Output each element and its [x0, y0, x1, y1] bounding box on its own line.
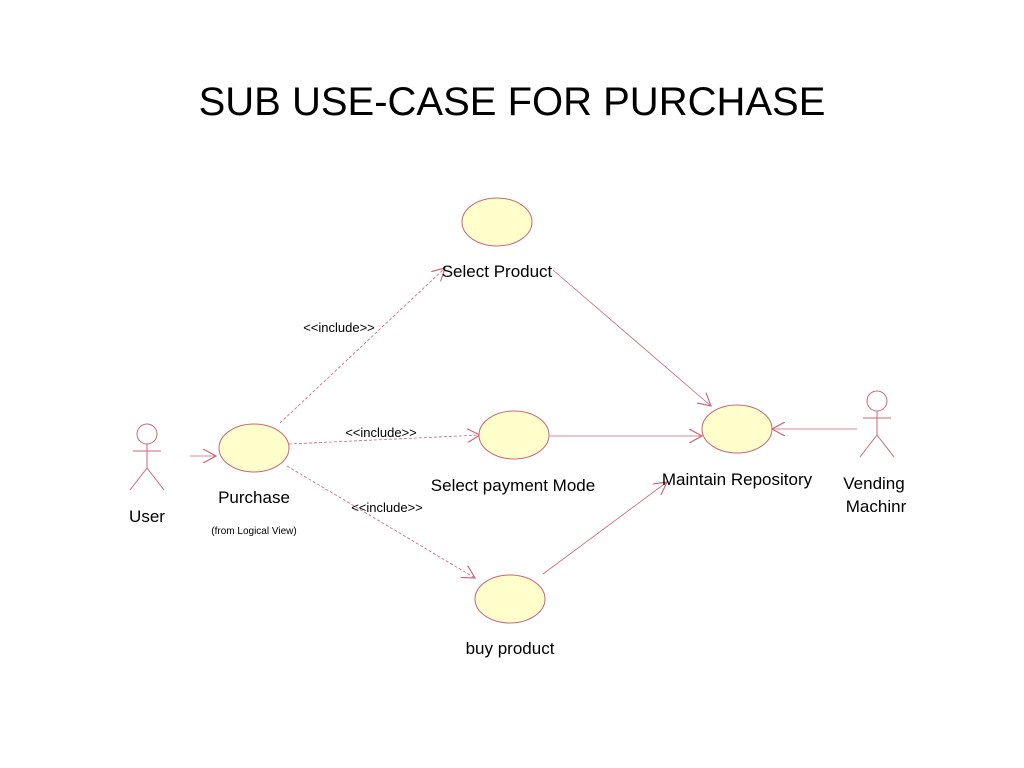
buy-product-label: buy product [466, 639, 555, 658]
user-actor-label: User [129, 507, 165, 526]
vending-actor-left-leg [859, 434, 878, 458]
select-product-label: Select Product [442, 262, 553, 281]
vending-actor-right-leg [876, 434, 895, 458]
user-actor-right-leg [146, 467, 165, 491]
buy-product-usecase[interactable] [474, 574, 546, 624]
include-select-payment-line [288, 435, 480, 445]
vending-actor-label-line1: Vending [843, 474, 904, 493]
purchase-note: (from Logical View) [211, 526, 296, 537]
purchase-usecase[interactable] [218, 423, 290, 473]
vending-actor-label-line2: Machinr [846, 497, 907, 516]
include-buy-product-label: <<include>> [351, 500, 423, 515]
include-buy-product-line [286, 465, 475, 578]
include-select-product-line [279, 268, 445, 424]
include-select-product-label: <<include>> [303, 320, 375, 335]
select-product-to-repository-line [552, 269, 711, 406]
vending-machine-actor[interactable] [859, 390, 895, 458]
include-select-payment-label: <<include>> [345, 425, 417, 440]
page-title: SUB USE-CASE FOR PURCHASE [198, 80, 826, 124]
select-payment-label: Select payment Mode [431, 476, 595, 495]
user-actor[interactable] [129, 423, 165, 491]
buy-product-to-repository-line [542, 482, 667, 575]
purchase-label: Purchase [218, 488, 290, 507]
user-actor-left-leg [129, 467, 148, 491]
select-product-usecase[interactable] [461, 197, 533, 247]
user-actor-head [136, 423, 158, 445]
maintain-repository-label: Maintain Repository [662, 470, 813, 489]
vending-actor-head [866, 390, 888, 412]
maintain-repository-usecase[interactable] [701, 404, 773, 454]
select-payment-usecase[interactable] [478, 410, 550, 460]
